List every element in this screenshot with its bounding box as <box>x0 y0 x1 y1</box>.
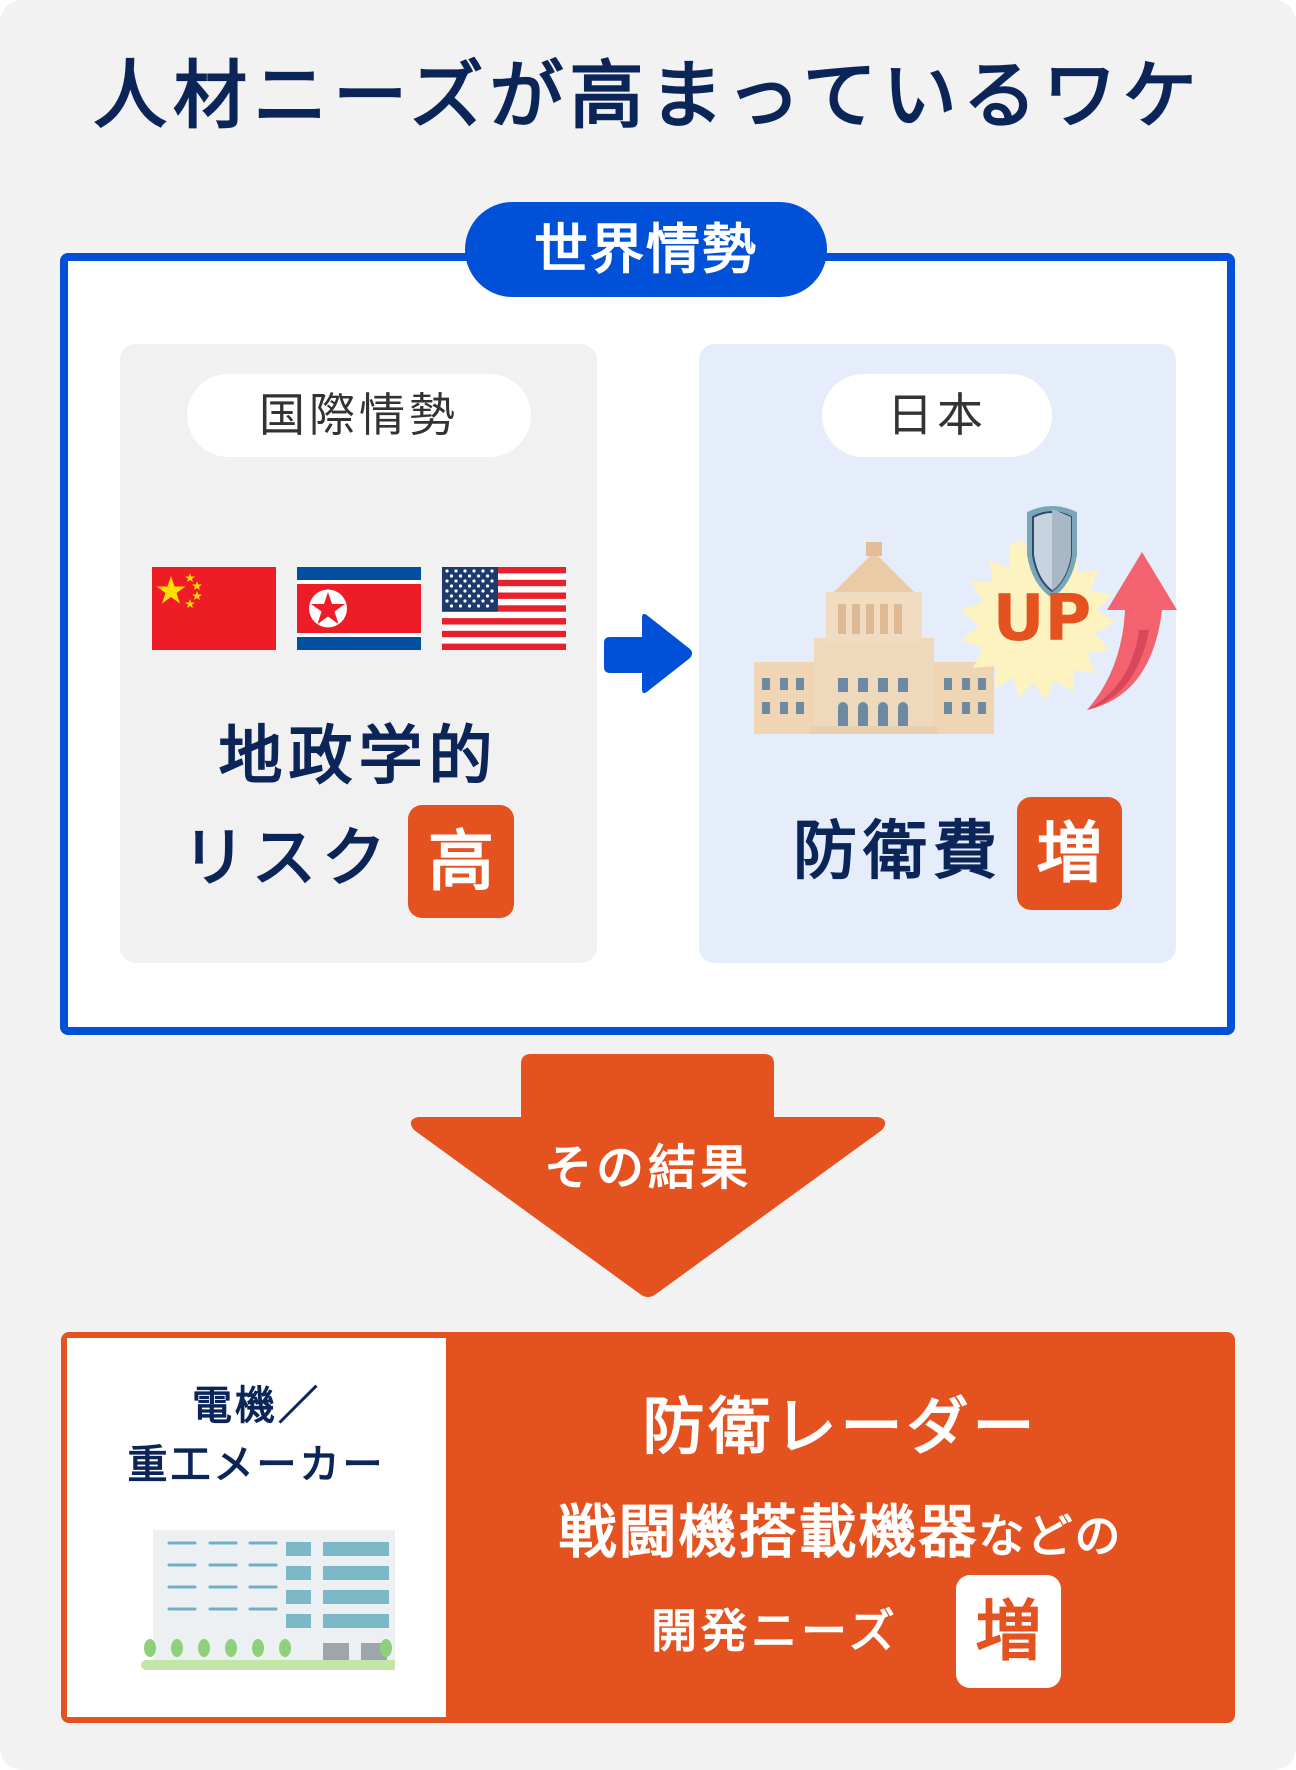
defense-budget-text: 防衛費 <box>793 815 1003 889</box>
shield-icon <box>1027 506 1077 598</box>
result-arrow-label: その結果 <box>543 1140 752 1196</box>
up-arrow-icon <box>1087 552 1177 710</box>
high-badge: 高 <box>408 805 514 918</box>
geopolitical-text: 地政学的 <box>218 720 499 794</box>
usa-flag-icon <box>442 567 566 650</box>
right-arrow-icon <box>604 611 694 696</box>
increase-badge: 増 <box>1017 797 1122 910</box>
need-line2-main: 戦闘機搭載機器 <box>558 1498 979 1566</box>
china-flag-icon <box>152 567 276 650</box>
need-line1: 防衛レーダー <box>642 1390 1039 1463</box>
result-box: 電機／ 重工メーカー <box>61 1332 1235 1723</box>
north-korea-flag-icon <box>297 567 421 650</box>
japan-panel: 日本 <box>699 344 1177 963</box>
svg-text:UP: UP <box>993 582 1092 656</box>
need-line3: 開発ニーズ <box>651 1604 899 1658</box>
defense-up-illustration: UP <box>927 500 1187 740</box>
world-situation-label: 世界情勢 <box>465 202 827 297</box>
japan-label: 日本 <box>822 374 1052 457</box>
international-situation-label: 国際情勢 <box>187 374 531 457</box>
office-building-icon <box>141 1530 421 1678</box>
needs-increase-badge: 増 <box>956 1575 1061 1688</box>
international-situation-panel: 国際情勢 <box>120 344 597 963</box>
need-line2: 戦闘機搭載機器などの <box>446 1496 1235 1583</box>
risk-text: リスク <box>182 822 392 896</box>
company-panel: 電機／ 重工メーカー <box>67 1338 446 1717</box>
page-title: 人材ニーズが高まっているワケ <box>93 53 1203 139</box>
company-line2: 重工メーカー <box>127 1442 386 1488</box>
need-line2-suffix: などの <box>978 1509 1123 1563</box>
result-down-arrow-icon <box>408 1054 888 1299</box>
company-line1: 電機／ <box>192 1383 321 1429</box>
diet-building-icon <box>754 538 994 734</box>
